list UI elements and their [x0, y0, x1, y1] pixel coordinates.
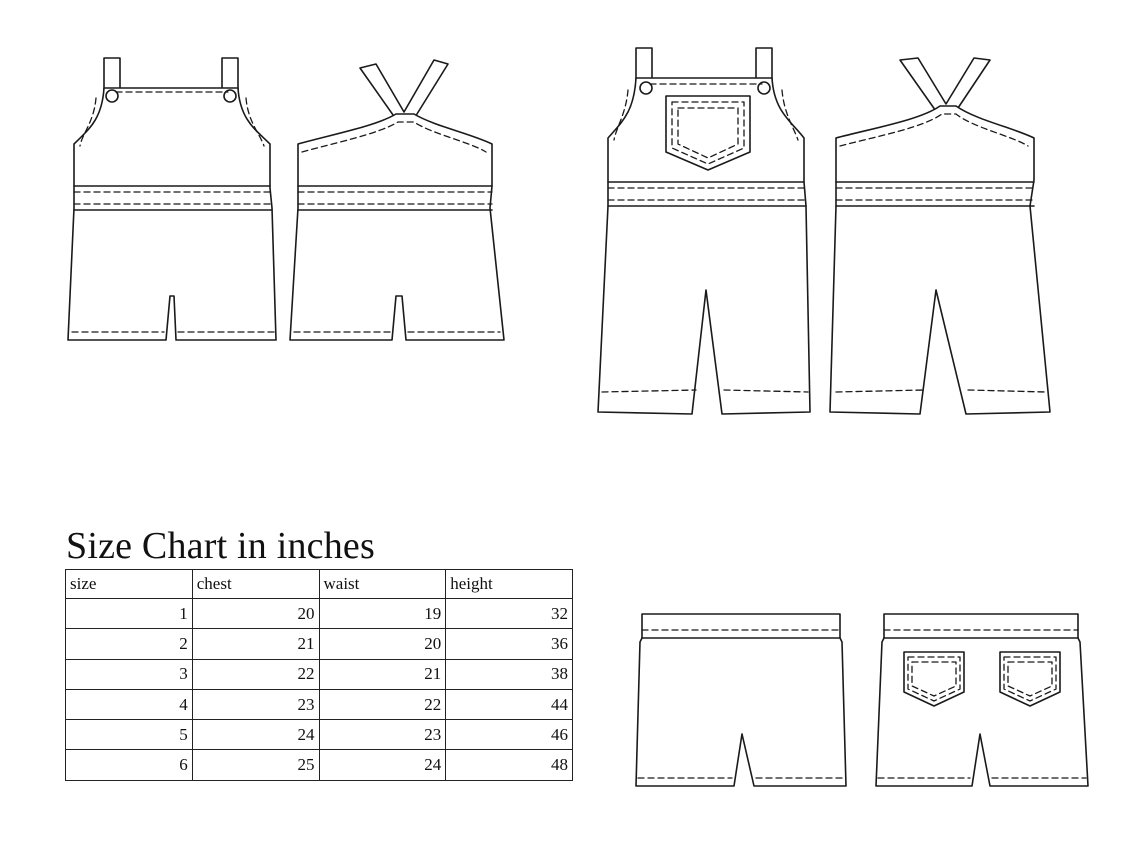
- bib-pocket: [665, 95, 751, 171]
- cell-waist: 20: [318, 628, 447, 660]
- shortall-front-drawing: [67, 57, 277, 341]
- garment-outline: [875, 613, 1089, 787]
- column-header-height: height: [445, 569, 573, 599]
- table-header-row: size chest waist height: [65, 569, 573, 599]
- garment-outline: [597, 77, 811, 415]
- table-row: 4 23 22 44: [65, 688, 573, 721]
- table-row: 2 21 20 36: [65, 628, 573, 660]
- garment-outline: [829, 105, 1051, 415]
- cell-height: 44: [445, 688, 573, 721]
- cell-size: 4: [65, 688, 193, 721]
- cell-size: 2: [65, 628, 193, 660]
- garment-outline: [67, 87, 277, 341]
- cell-size: 6: [65, 749, 193, 781]
- column-header-size: size: [65, 569, 193, 599]
- overall-back-drawing: [829, 57, 1051, 415]
- left-button: [639, 81, 653, 95]
- crossed-straps: [359, 59, 449, 123]
- cell-chest: 25: [191, 749, 320, 781]
- column-header-chest: chest: [191, 569, 320, 599]
- cell-waist: 22: [318, 688, 447, 721]
- shorts-front-drawing: [635, 613, 847, 787]
- table-row: 5 24 23 46: [65, 719, 573, 751]
- cell-waist: 24: [318, 749, 447, 781]
- right-button: [757, 81, 771, 95]
- cell-chest: 23: [191, 688, 320, 721]
- cell-chest: 22: [191, 658, 320, 690]
- garment-outline: [635, 613, 847, 787]
- shortall-back-drawing: [289, 59, 505, 341]
- left-button: [105, 89, 119, 103]
- cell-size: 1: [65, 597, 193, 630]
- cell-size: 3: [65, 658, 193, 690]
- cell-waist: 19: [318, 597, 447, 630]
- cell-height: 48: [445, 749, 573, 781]
- table-row: 1 20 19 32: [65, 597, 573, 630]
- left-back-pocket: [903, 651, 965, 707]
- cell-height: 46: [445, 719, 573, 751]
- cell-size: 5: [65, 719, 193, 751]
- table-row: 6 25 24 48: [65, 749, 573, 781]
- garment-outline: [289, 113, 505, 341]
- cell-height: 38: [445, 658, 573, 690]
- cell-chest: 21: [191, 628, 320, 660]
- cell-chest: 20: [191, 597, 320, 630]
- overall-front-drawing: [597, 47, 811, 415]
- right-button: [223, 89, 237, 103]
- cell-waist: 21: [318, 658, 447, 690]
- cell-waist: 23: [318, 719, 447, 751]
- table-row: 3 22 21 38: [65, 658, 573, 690]
- cell-chest: 24: [191, 719, 320, 751]
- column-header-waist: waist: [318, 569, 447, 599]
- size-chart-title: Size Chart in inches: [66, 525, 375, 567]
- cell-height: 32: [445, 597, 573, 630]
- cell-height: 36: [445, 628, 573, 660]
- shorts-back-drawing: [875, 613, 1089, 787]
- right-back-pocket: [999, 651, 1061, 707]
- size-chart-table: size chest waist height 1 20 19 32 2 21 …: [65, 569, 573, 781]
